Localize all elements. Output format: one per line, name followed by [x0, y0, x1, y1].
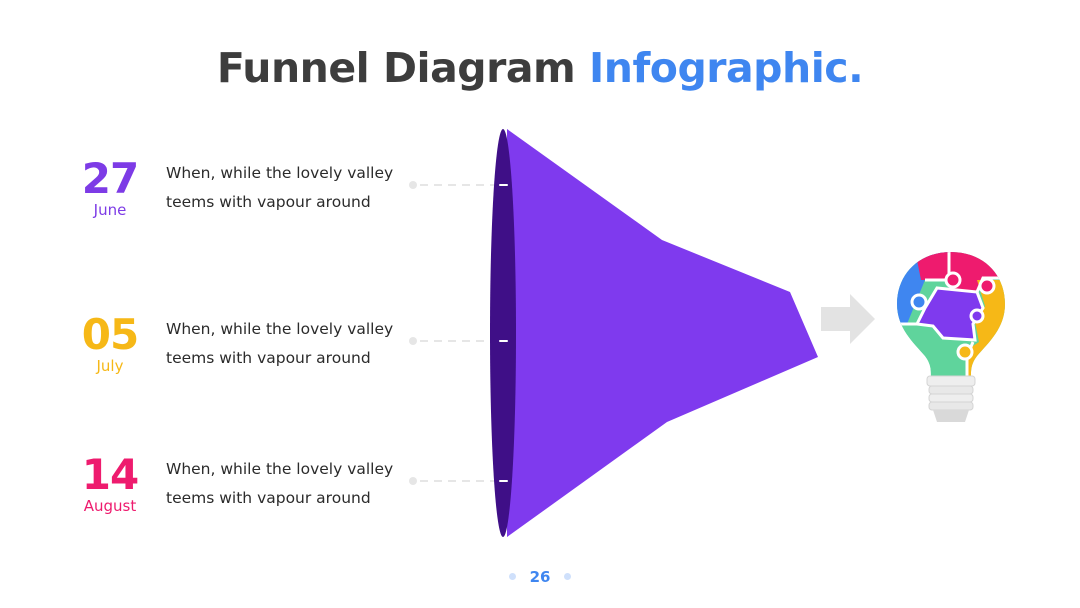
- date-day-1: 27: [81, 154, 139, 203]
- funnel-rim: [490, 129, 516, 537]
- funnel-body: [507, 129, 818, 537]
- date-block-1: 27 June: [70, 154, 150, 220]
- date-block-3: 14 August: [70, 450, 150, 516]
- date-month-1: June: [93, 201, 127, 219]
- page-indicator: 26: [0, 568, 1080, 586]
- description-3-line-1: When, while the lovely valley: [166, 460, 394, 478]
- date-block-2: 05 July: [70, 310, 150, 376]
- description-2-line-2: teems with vapour around: [166, 349, 371, 367]
- title-accent: Infographic.: [589, 44, 864, 92]
- page-number: 26: [529, 568, 551, 586]
- description-1: When, while the lovely valley teems with…: [166, 159, 406, 217]
- description-2: When, while the lovely valley teems with…: [166, 315, 406, 373]
- pager-dot-right: [564, 573, 572, 580]
- description-1-line-2: teems with vapour around: [166, 193, 371, 211]
- date-day-3: 14: [81, 450, 139, 499]
- title-main: Funnel Diagram: [216, 44, 576, 92]
- date-month-3: August: [83, 497, 137, 515]
- description-3: When, while the lovely valley teems with…: [166, 455, 406, 513]
- puzzle-lightbulb-icon: [897, 252, 1005, 422]
- description-3-line-2: teems with vapour around: [166, 489, 371, 507]
- date-month-2: July: [96, 357, 124, 375]
- date-day-2: 05: [81, 310, 139, 359]
- connector-1: [409, 181, 500, 189]
- pager-dot-left: [508, 573, 516, 580]
- arrow-right-icon: [821, 294, 875, 344]
- page-title: Funnel Diagram Infographic.: [0, 44, 1080, 93]
- description-2-line-1: When, while the lovely valley: [166, 320, 394, 338]
- connector-3: [409, 477, 500, 485]
- connector-2: [409, 337, 500, 345]
- description-1-line-1: When, while the lovely valley: [166, 164, 394, 182]
